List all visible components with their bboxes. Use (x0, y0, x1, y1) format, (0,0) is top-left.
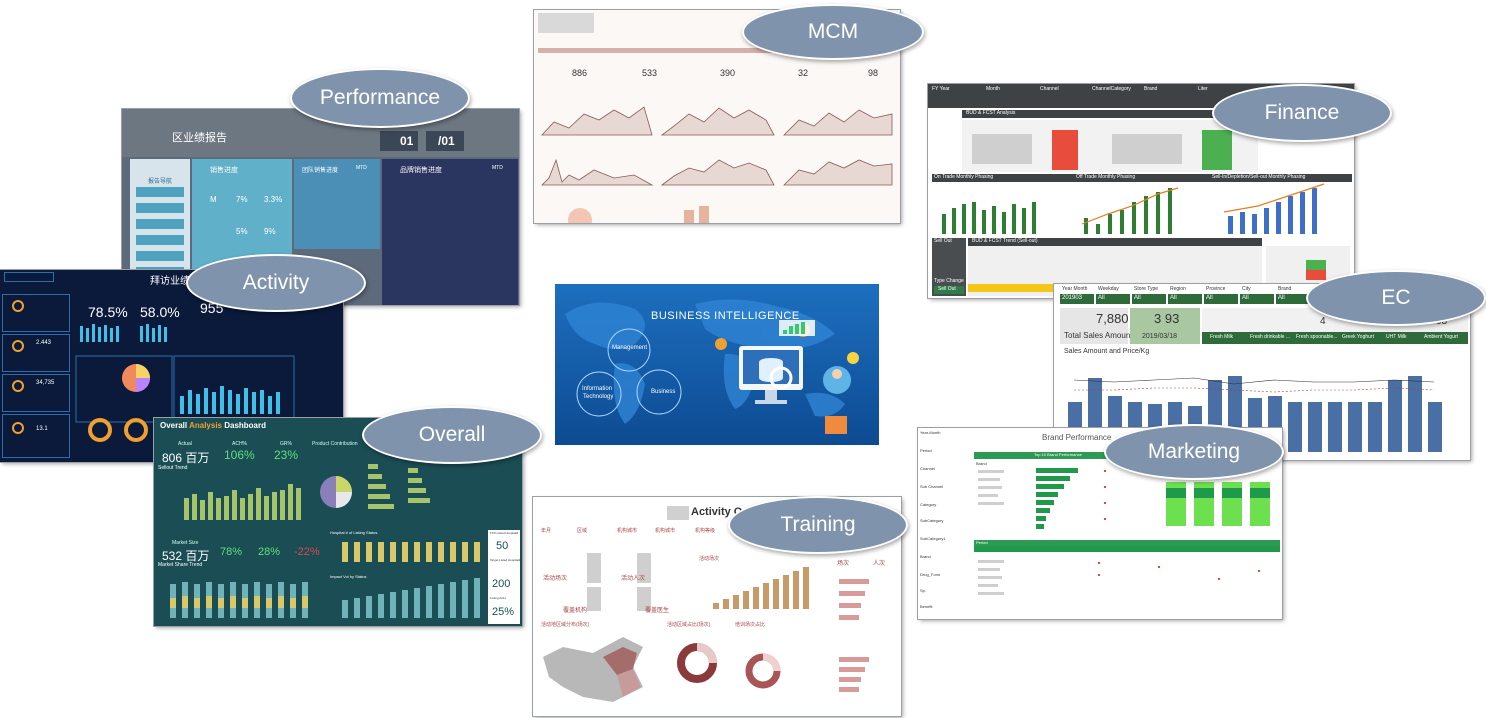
training-kpi-grid: 活动场次 活动人次 覆盖机构 覆盖医生 (537, 553, 693, 617)
label-mcm: MCM (742, 4, 924, 60)
mcm-kpi-5: 98 (868, 68, 879, 78)
activity-left-tiles: 2.443 34,735 13.1 (2, 294, 70, 460)
overall-ach: 106% (224, 448, 255, 462)
marketing-filters: Year-Month Period Channel Sub Channel Ca… (920, 430, 946, 609)
ec-kpi-card-2: 3 93 2019/03/18 (1130, 308, 1200, 344)
label-ec: EC (1306, 270, 1486, 326)
performance-title: 区业绩报告 (172, 132, 227, 144)
performance-nav-title: 报告导航 (148, 179, 173, 185)
mcm-timeline (538, 48, 894, 53)
label-marketing: Marketing (1104, 424, 1284, 480)
finance-phasing-row: On Trade Monthly Phasing Off Trade Month… (932, 174, 1352, 182)
mcm-mini-charts (541, 106, 893, 223)
ec-kpi-card: 7,880 Total Sales Amount (1060, 308, 1132, 344)
training-filter-row: 年月 区域 机构城市 机构城市 机构等级 (541, 528, 716, 534)
training-logo-blur (667, 506, 689, 520)
overall-gr: 23% (274, 448, 299, 462)
ec-filter-bar: Year Month Weekday Store Type Region Pro… (1058, 286, 1468, 306)
overall-market-size: 532 百万 (162, 549, 210, 563)
ec-category-strip: 4 08 Fresh Milk Fresh drinkable ... Fres… (1202, 308, 1468, 344)
label-finance: Finance (1212, 84, 1392, 142)
bi-information: Information (582, 386, 613, 392)
marketing-top10-header: Top 10 Brand Performance (974, 452, 1156, 459)
bi-management: Management (612, 345, 648, 351)
label-performance: Performance (290, 68, 470, 128)
label-overall: Overall (362, 406, 542, 464)
bi-business: Business (651, 389, 676, 395)
overall-charts (170, 464, 480, 618)
mcm-kpi-1: 886 (572, 68, 588, 78)
mcm-kpi-2: 533 (642, 68, 658, 78)
mcm-kpi-3: 390 (720, 68, 736, 78)
ec-chart-title: Sales Amount and Price/Kg (1064, 348, 1150, 355)
mcm-logo-blur (538, 13, 594, 33)
finance-analysis-title: BUD & FCST Analysis (962, 110, 1258, 118)
marketing-title: Brand Performance (1042, 433, 1112, 442)
finance-phasing-charts (942, 183, 1325, 234)
finance-trend-title: BUD & FCST Trend (Sell-out) (968, 238, 1262, 246)
label-activity: Activity (186, 254, 366, 312)
label-training: Training (728, 496, 908, 554)
training-title: Activity O (691, 506, 743, 518)
marketing-dashboard-thumbnail: Brand Performance Year-Month Period Chan… (918, 428, 1282, 619)
performance-team-progress: 团队销售进度 MTD (294, 159, 380, 249)
overall-title: Overall Analysis Dashboard (160, 421, 267, 430)
performance-counter-2: /01 (426, 131, 464, 151)
mcm-kpi-4: 32 (798, 68, 809, 78)
performance-brand-progress: 品牌销售进度 MTD (382, 159, 518, 305)
bi-technology: Technology (583, 394, 614, 400)
activity-kpi-2: 58.0% (140, 304, 180, 320)
training-charts (543, 567, 869, 702)
activity-title: 拜访业绩 (150, 276, 190, 287)
marketing-charts (974, 468, 1280, 595)
business-intelligence-illustration: BUSINESS INTELLIGENCE Management Informa… (555, 284, 879, 445)
mcm-kpi-row: 886 533 390 32 98 (538, 62, 896, 88)
overall-actual: 806 百万 (162, 451, 210, 465)
world-map-graphic (565, 299, 859, 434)
performance-counter-1: 01 (380, 131, 418, 151)
activity-kpi-1: 78.5% (88, 304, 128, 320)
bi-title: BUSINESS INTELLIGENCE (651, 310, 800, 322)
finance-table (962, 120, 1258, 172)
finance-sellout-left: Sell Out Type Change Sell Out (932, 238, 966, 296)
overall-right-kpis: FTD Listed Hospital# 50 Target Listed Ho… (488, 530, 521, 624)
